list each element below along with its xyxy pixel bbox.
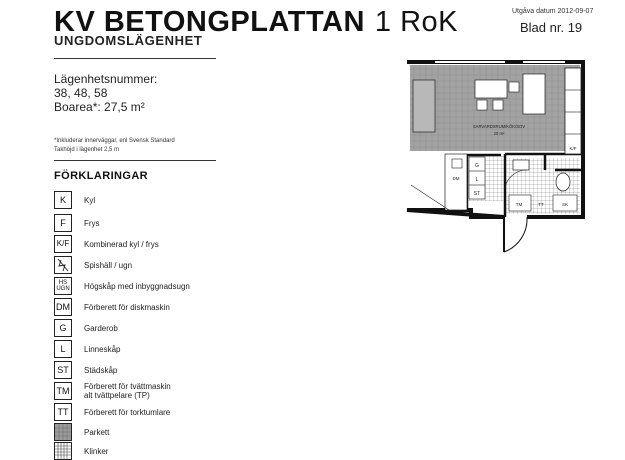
apartment-info: Lägenhetsnummer: 38, 48, 58 Boarea*: 27,… <box>54 72 157 114</box>
dining-table <box>474 79 508 99</box>
legend-item-fridge: K Kyl <box>54 191 95 209</box>
tile-grid-icon <box>54 442 72 460</box>
legend-item-freezer: F Frys <box>54 214 100 232</box>
project-title: KV BETONGPLATTAN 1 RoK <box>54 4 458 40</box>
legend-label-tiles: Klinker <box>84 446 109 456</box>
project-name: KV BETONGPLATTAN <box>54 6 365 38</box>
label-dm: DM <box>453 176 460 181</box>
kitchen-counter <box>444 153 468 211</box>
hall-diagonal <box>410 184 450 211</box>
bathroom-door-swing <box>504 169 528 189</box>
room-count: 1 RoK <box>374 6 458 38</box>
sofa <box>522 73 546 115</box>
label-tm: TM <box>516 202 523 207</box>
label-l: L <box>476 177 479 183</box>
legend-label-stove: Spishäll / ugn <box>84 260 133 270</box>
hall-floor <box>410 151 450 214</box>
entry-door-swing <box>503 216 528 253</box>
legend-symbol-cleaning: ST <box>54 361 72 379</box>
legend-symbol-dishwasher: DM <box>54 298 72 316</box>
legend-item-dryer: TT Förberett för torktumlare <box>54 403 170 421</box>
footnotes: *Inkluderar innerväggar, enl Svensk Stan… <box>54 137 175 155</box>
legend-item-dishwasher: DM Förberett för diskmaskin <box>54 298 170 316</box>
label-sk: SK <box>562 202 568 207</box>
legend-item-parquet: Parkett <box>54 423 109 441</box>
apartment-type: UNGDOMSLÄGENHET <box>54 33 203 48</box>
legend-label-washer: Förberett för tvättmaskin alt tvättpelar… <box>84 382 171 400</box>
legend-label-cleaning: Städskåp <box>84 365 118 375</box>
window-frames <box>435 60 565 64</box>
legend-label-parquet: Parkett <box>84 427 110 437</box>
legend-symbol-wardrobe: G <box>54 319 72 337</box>
label-g: G <box>475 163 479 169</box>
legend-item-linen: L Linneskåp <box>54 340 120 358</box>
legend-label-dishwasher: Förberett för diskmaskin <box>84 302 170 312</box>
sink <box>451 158 463 169</box>
washer-space <box>508 194 532 212</box>
legend-label-tall-cabinet: Högskåp med inbyggnadsugn <box>84 281 190 291</box>
issue-date: Utgåva datum 2012-09-07 <box>512 8 594 15</box>
legend-item-tall-cabinet: HS UGN Högskåp med inbyggnadsugn <box>54 277 190 295</box>
apartment-number-label: Lägenhetsnummer: <box>54 72 158 86</box>
legend-label-dryer: Förberett för torktumlare <box>84 407 171 417</box>
sheet-number: Blad nr. 19 <box>520 20 583 35</box>
legend-item-cleaning: ST Städskåp <box>54 361 117 379</box>
legend-title: FÖRKLARINGAR <box>54 170 149 182</box>
legend-symbol-freezer: F <box>54 214 72 232</box>
label-tt: TT <box>538 202 544 207</box>
legend-label-fridge-freezer: Kombinerad kyl / frys <box>84 239 159 249</box>
wardrobe-unit <box>564 67 582 155</box>
room-area: 20 m² <box>494 131 505 136</box>
legend-label-wardrobe: Garderob <box>84 323 118 333</box>
stove-symbol-icon <box>54 256 72 274</box>
legend-symbol-washer: TM <box>54 382 72 400</box>
legend-item-fridge-freezer: K/F Kombinerad kyl / frys <box>54 235 159 253</box>
legend-symbol-dryer: TT <box>54 403 72 421</box>
legend-item-wardrobe: G Garderob <box>54 319 118 337</box>
ceiling-height-note: Takhöjd i lägenhet 2,5 m <box>54 147 120 153</box>
legend-symbol-fridge-freezer: K/F <box>54 235 72 253</box>
legend-label-fridge: Kyl <box>84 195 96 205</box>
toilet <box>555 172 571 192</box>
apartment-numbers: 38, 48, 58 <box>54 86 108 100</box>
legend-label-linen: Linneskåp <box>84 344 121 354</box>
label-kf: K/F <box>569 146 576 151</box>
legend-symbol-fridge: K <box>54 191 72 209</box>
area-footnote: *Inkluderar innerväggar, enl Svensk Stan… <box>54 138 175 144</box>
floor-plan: SARVARDSRUM/KÖK/SOV 20 m² K/F G L ST DM … <box>406 60 585 253</box>
parquet-pattern-icon <box>54 423 72 441</box>
divider-legend <box>54 160 216 161</box>
legend-item-tiles: Klinker <box>54 442 108 460</box>
room-name: SARVARDSRUM/KÖK/SOV <box>473 124 525 129</box>
legend-item-stove: Spishäll / ugn <box>54 256 132 274</box>
bed <box>412 79 436 133</box>
shower <box>552 194 578 212</box>
cabinet-column <box>468 156 486 200</box>
living-area: Boarea*: 27,5 m² <box>54 100 145 114</box>
label-st: ST <box>474 191 480 197</box>
legend-symbol-linen: L <box>54 340 72 358</box>
legend-symbol-tall-cabinet-bottom: UGN <box>56 286 70 292</box>
legend-item-washer: TM Förberett för tvättmaskin alt tvättpe… <box>54 382 171 400</box>
legend-label-freezer: Frys <box>84 218 100 228</box>
washbasin <box>512 159 530 171</box>
legend-symbol-tall-cabinet-top: HS <box>58 280 68 286</box>
divider-top <box>54 58 216 59</box>
legend-symbol-tall-cabinet: HS UGN <box>54 277 72 295</box>
